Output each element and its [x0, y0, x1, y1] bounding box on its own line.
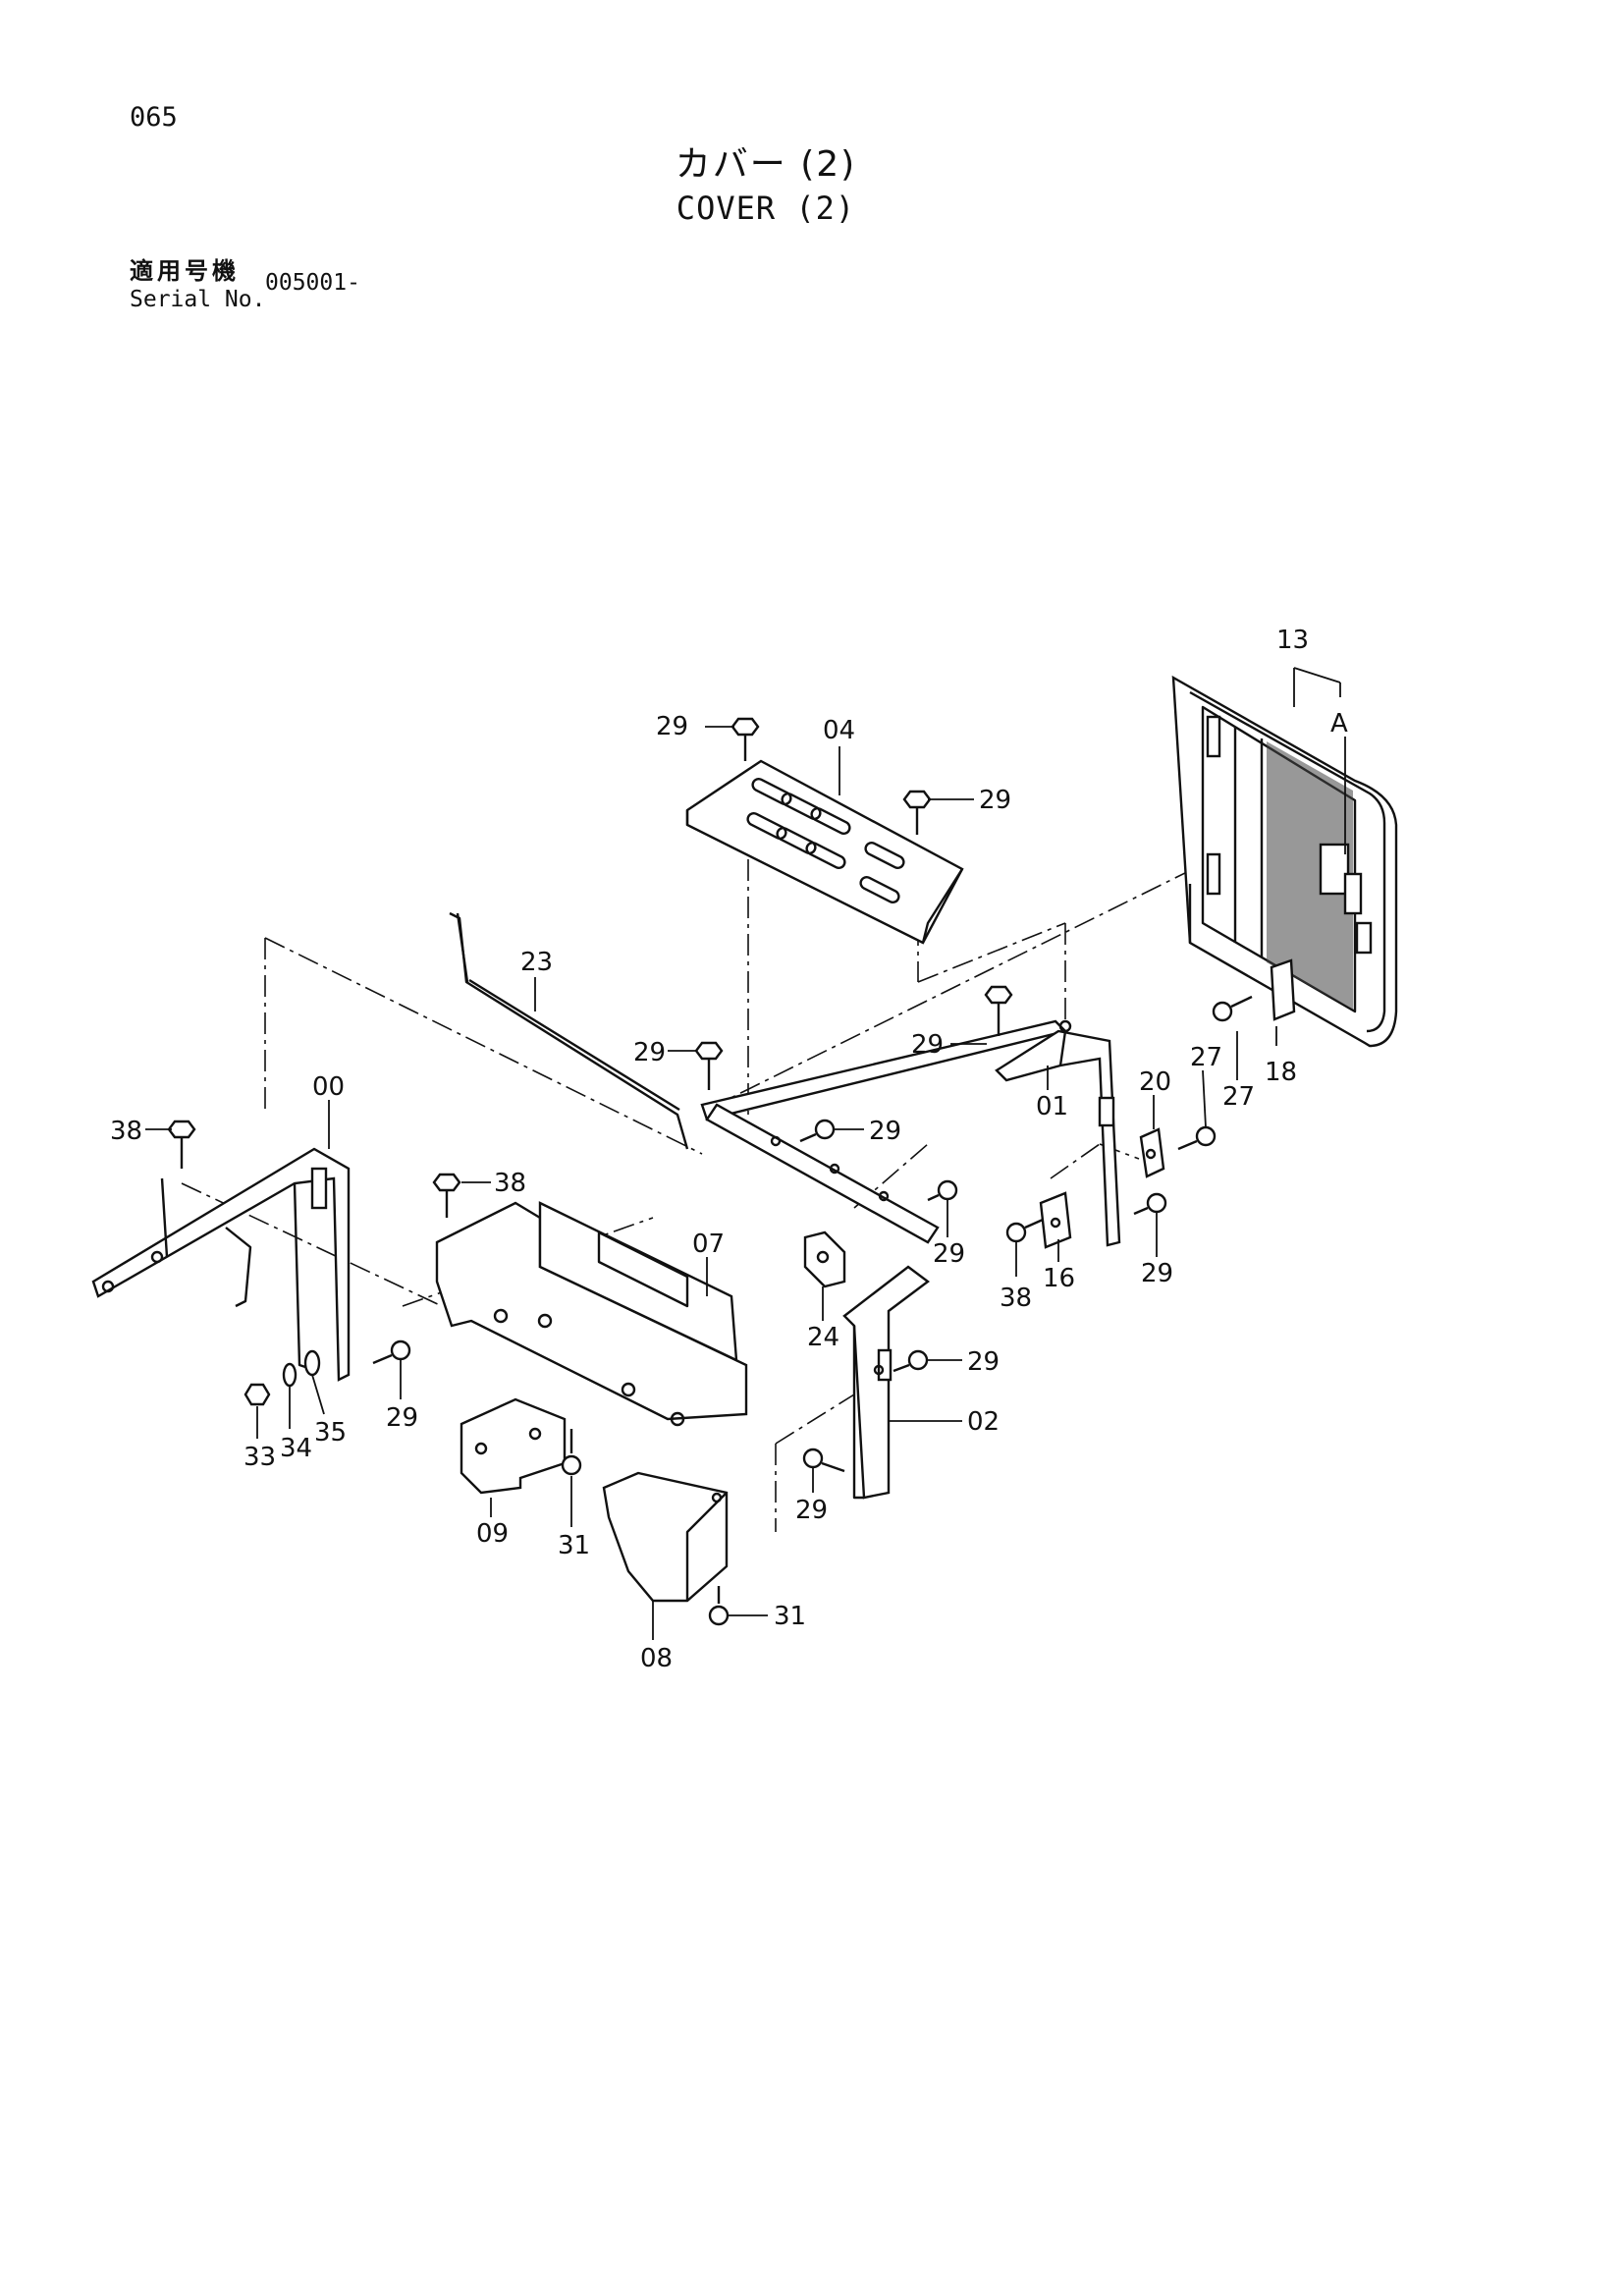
callout-29-lower-02: 29	[795, 1496, 828, 1525]
callout-38-left: 38	[110, 1117, 142, 1146]
callout-29-near-24: 29	[933, 1239, 965, 1269]
callout-31-lower: 31	[774, 1602, 806, 1631]
serial-label-japanese: 適用号機	[130, 257, 240, 285]
page-title-english: COVER (2)	[676, 190, 856, 227]
part-00-left-frame	[91, 1147, 351, 1382]
part-13-side-cover-door	[1171, 675, 1398, 1048]
part-04-top-perforated-cover	[685, 759, 964, 945]
callout-29-center: 29	[633, 1038, 666, 1067]
callout-29-upper-right: 29	[911, 1030, 944, 1060]
callout-35: 35	[314, 1418, 347, 1448]
callout-00: 00	[312, 1072, 345, 1102]
callout-18: 18	[1265, 1058, 1297, 1087]
bolt-27-lower	[1177, 1125, 1217, 1151]
callout-29-lower-right: 29	[1141, 1259, 1173, 1288]
part-16-bracket	[1039, 1191, 1072, 1249]
bolt-29-lower-02	[802, 1448, 845, 1473]
callout-29-top-right: 29	[979, 786, 1011, 815]
callout-08: 08	[640, 1644, 673, 1673]
callout-27-lower: 27	[1222, 1082, 1255, 1112]
callout-labels: 13 A 29 04 29 23 29 29 01 27 27 18 20 00…	[110, 626, 1348, 1673]
callout-leader-lines	[145, 667, 1346, 1640]
callout-29-top-left: 29	[656, 712, 688, 741]
part-08-guard-cover	[602, 1471, 729, 1603]
callout-38-mid: 38	[494, 1169, 526, 1198]
callout-31-mid: 31	[558, 1531, 590, 1560]
bolt-31-lower	[708, 1586, 730, 1626]
washer-34	[282, 1362, 298, 1388]
callout-02: 02	[967, 1407, 1000, 1437]
part-02-vertical-support	[842, 1265, 930, 1500]
callout-04: 04	[823, 716, 855, 745]
callout-27-upper: 27	[1190, 1043, 1222, 1072]
nut-33	[243, 1383, 271, 1406]
callout-29-near-02: 29	[967, 1347, 1000, 1377]
bolt-38-left	[167, 1120, 196, 1169]
bolt-29-center	[694, 1041, 724, 1090]
bolt-29-near-24	[927, 1179, 958, 1202]
callout-07: 07	[692, 1230, 725, 1259]
callout-34: 34	[280, 1434, 312, 1463]
bolt-31-mid	[561, 1429, 582, 1476]
callout-01: 01	[1036, 1092, 1068, 1121]
callout-38-lower-right: 38	[1000, 1284, 1032, 1313]
part-20-bracket	[1139, 1127, 1165, 1178]
bolt-29-left-frame	[372, 1339, 411, 1365]
bolt-29-upper-right	[984, 985, 1013, 1036]
bolt-38-lower-right	[1005, 1218, 1044, 1243]
bolt-27	[1212, 995, 1253, 1022]
callout-13: 13	[1276, 626, 1309, 655]
bolt-38-mid	[432, 1173, 461, 1218]
callout-09: 09	[476, 1519, 509, 1549]
part-09-mounting-plate	[460, 1397, 567, 1495]
washer-35	[303, 1349, 321, 1377]
callout-23: 23	[520, 948, 553, 977]
cover-04-slots	[746, 777, 905, 904]
bolt-29-lower-right	[1133, 1192, 1167, 1216]
serial-number-value: 005001-	[265, 270, 360, 296]
bolt-29-top-left	[730, 717, 760, 761]
part-23-support-rod	[449, 911, 689, 1150]
callout-A: A	[1330, 709, 1348, 738]
bolt-29-top-right	[902, 790, 932, 835]
part-07-under-tray	[435, 1201, 748, 1427]
frame-crossbar	[700, 1019, 1068, 1244]
serial-label-english: Serial No.	[130, 287, 266, 312]
page-title-japanese: カバー (2)	[675, 144, 857, 185]
callout-29-crossbar: 29	[869, 1117, 901, 1146]
page-number: 065	[130, 102, 178, 133]
part-01-right-bracket	[995, 1019, 1121, 1247]
callout-29-left-frame: 29	[386, 1403, 418, 1433]
part-18-bracket	[1270, 958, 1296, 1021]
callout-20: 20	[1139, 1067, 1171, 1097]
callout-16: 16	[1043, 1264, 1075, 1293]
callout-33: 33	[243, 1443, 276, 1472]
callout-24: 24	[807, 1323, 839, 1352]
part-24-hinge-bracket	[803, 1230, 846, 1288]
bolt-29-near-02	[893, 1349, 929, 1373]
bolt-29-crossbar	[799, 1119, 836, 1143]
